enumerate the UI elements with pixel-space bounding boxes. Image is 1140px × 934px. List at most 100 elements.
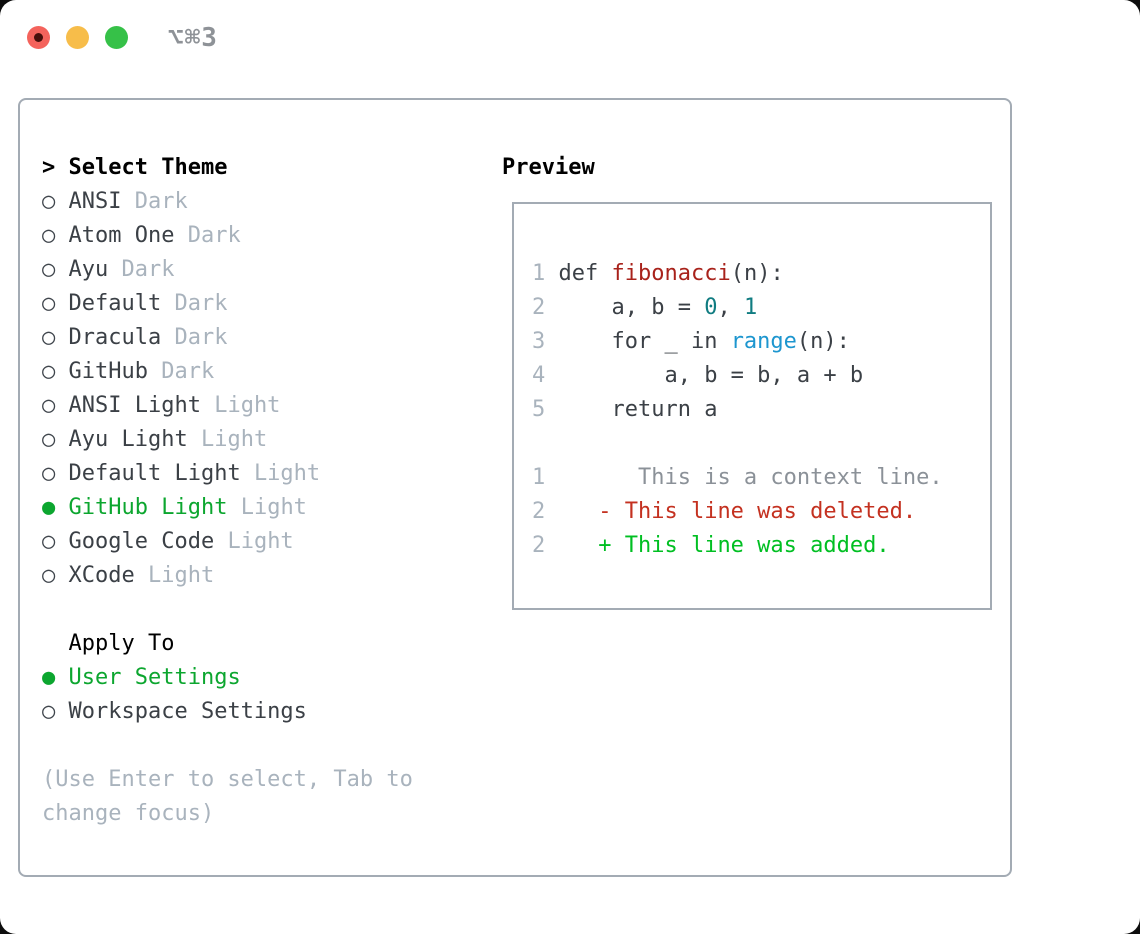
theme-option[interactable]: ○ Ayu Dark: [42, 253, 413, 287]
theme-list-column: > Select Theme ○ ANSI Dark○ Atom One Dar…: [42, 151, 413, 831]
option-label: Ayu Light: [68, 427, 188, 452]
theme-option[interactable]: ○ Google Code Light: [42, 525, 413, 559]
preview-header: Preview: [502, 155, 595, 180]
theme-option[interactable]: ● GitHub Light Light: [42, 491, 413, 525]
theme-option[interactable]: ○ Dracula Dark: [42, 321, 413, 355]
window-title-shortcut: ⌥⌘3: [168, 22, 218, 53]
line-number: 1: [532, 261, 559, 286]
theme-option[interactable]: ○ ANSI Light Light: [42, 389, 413, 423]
code-segment-number: 0: [704, 295, 718, 320]
option-tag: Dark: [187, 223, 241, 248]
option-tag: Dark: [121, 257, 175, 282]
code-segment-context: This is a context line.: [558, 465, 943, 490]
radio-unselected-icon: ○: [42, 189, 56, 214]
option-label: Google Code: [68, 529, 215, 554]
code-segment-function: fibonacci: [611, 261, 731, 286]
theme-picker-panel: > Select Theme ○ ANSI Dark○ Atom One Dar…: [18, 98, 1012, 877]
code-segment-added: + This line was added.: [558, 533, 890, 558]
preview-column: Preview 1 def fibonacci(n): 2 a, b = 0, …: [502, 151, 992, 610]
theme-option[interactable]: ○ ANSI Dark: [42, 185, 413, 219]
option-label: User Settings: [68, 665, 241, 690]
theme-option[interactable]: ○ Default Dark: [42, 287, 413, 321]
radio-unselected-icon: ○: [42, 427, 56, 452]
theme-option[interactable]: ○ GitHub Dark: [42, 355, 413, 389]
option-tag: Light: [227, 529, 294, 554]
theme-option[interactable]: ○ Atom One Dark: [42, 219, 413, 253]
radio-unselected-icon: ○: [42, 699, 56, 724]
radio-selected-icon: ●: [42, 665, 56, 690]
option-tag: Dark: [134, 189, 188, 214]
prompt-arrow-icon: >: [42, 155, 56, 180]
titlebar: ⌥⌘3: [0, 0, 1140, 75]
option-label: Ayu: [68, 257, 109, 282]
apply-to-header: Apply To: [42, 627, 413, 661]
code-segment-code: a, b = b, a + b: [558, 363, 864, 388]
radio-unselected-icon: ○: [42, 461, 56, 486]
option-label: GitHub: [68, 359, 148, 384]
code-segment-code: (n):: [730, 261, 784, 286]
radio-unselected-icon: ○: [42, 359, 56, 384]
radio-selected-icon: ●: [42, 495, 56, 520]
line-number: 1: [532, 465, 559, 490]
hint-line: change focus): [42, 801, 215, 826]
option-tag: Light: [200, 427, 268, 452]
apply-to-title: Apply To: [68, 631, 175, 656]
theme-list: ○ ANSI Dark○ Atom One Dark○ Ayu Dark○ De…: [42, 185, 413, 593]
option-label: Workspace Settings: [68, 699, 307, 724]
radio-unselected-icon: ○: [42, 529, 56, 554]
option-tag: Dark: [174, 325, 228, 350]
theme-option[interactable]: ○ XCode Light: [42, 559, 413, 593]
code-segment-code: (n):: [796, 329, 850, 354]
hint-line: (Use Enter to select, Tab to: [42, 767, 413, 792]
code-segment-code: ,: [717, 295, 744, 320]
line-number: 5: [532, 397, 559, 422]
option-tag: Light: [240, 495, 307, 520]
option-tag: Dark: [161, 359, 215, 384]
radio-unselected-icon: ○: [42, 563, 56, 588]
radio-unselected-icon: ○: [42, 393, 56, 418]
apply-to-list: ● User Settings○ Workspace Settings: [42, 661, 413, 729]
line-number: 4: [532, 363, 559, 388]
option-label: Dracula: [68, 325, 162, 350]
code-segment-code: return a: [558, 397, 718, 422]
radio-unselected-icon: ○: [42, 257, 56, 282]
code-segment-number: 1: [743, 295, 758, 320]
code-segment-deleted: - This line was deleted.: [558, 499, 917, 524]
line-number: [532, 431, 559, 456]
radio-unselected-icon: ○: [42, 325, 56, 350]
select-theme-title: Select Theme: [68, 155, 228, 180]
option-label: GitHub Light: [68, 495, 228, 520]
option-tag: Light: [253, 461, 321, 486]
option-tag: Light: [214, 393, 281, 418]
line-number: 3: [532, 329, 559, 354]
apply-to-option[interactable]: ○ Workspace Settings: [42, 695, 413, 729]
radio-unselected-icon: ○: [42, 223, 56, 248]
keyboard-hint: (Use Enter to select, Tab to change focus…: [42, 763, 413, 831]
maximize-button[interactable]: [105, 26, 128, 49]
code-segment-code: a, b =: [558, 295, 705, 320]
option-label: ANSI Light: [68, 393, 201, 418]
apply-to-option[interactable]: ● User Settings: [42, 661, 413, 695]
option-label: ANSI: [68, 189, 122, 214]
preview-box: 1 def fibonacci(n): 2 a, b = 0, 1 3 for …: [512, 202, 992, 610]
close-button[interactable]: [27, 26, 50, 49]
radio-unselected-icon: ○: [42, 291, 56, 316]
code-segment-builtin: range: [730, 329, 797, 354]
code-preview: 1 def fibonacci(n): 2 a, b = 0, 1 3 for …: [514, 204, 990, 563]
theme-option[interactable]: ○ Ayu Light Light: [42, 423, 413, 457]
option-tag: Light: [147, 563, 215, 588]
close-dot-icon: [34, 33, 43, 42]
code-segment-code: for _ in: [558, 329, 731, 354]
option-tag: Dark: [174, 291, 228, 316]
line-number: 2: [532, 533, 559, 558]
line-number: 2: [532, 499, 559, 524]
line-number: 2: [532, 295, 559, 320]
option-label: Default: [68, 291, 162, 316]
code-segment-code: def: [558, 261, 612, 286]
select-theme-header: > Select Theme: [42, 151, 413, 185]
option-label: XCode: [68, 563, 135, 588]
minimize-button[interactable]: [66, 26, 89, 49]
theme-option[interactable]: ○ Default Light Light: [42, 457, 413, 491]
option-label: Atom One: [68, 223, 175, 248]
